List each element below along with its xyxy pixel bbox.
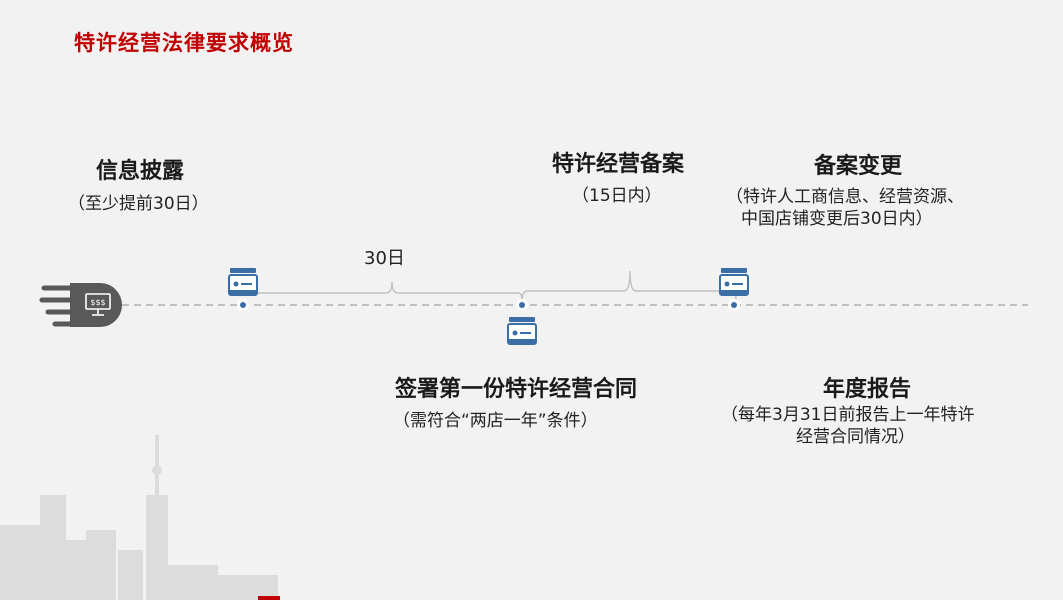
event-title-filing-change: 备案变更: [814, 154, 903, 179]
city-skyline-illustration: [0, 435, 280, 600]
slide-title: 特许经营法律要求概览: [74, 31, 294, 55]
event-subtitle-first-contract: （需符合“两店一年”条件）: [393, 411, 598, 431]
duration-label: 30日: [364, 248, 405, 269]
svg-text:$$$: $$$: [90, 298, 105, 307]
event-subtitle-annual-report-line2: 经营合同情况）: [796, 427, 915, 447]
duration-brace-15-days: [521, 270, 737, 301]
event-subtitle-disclosure: （至少提前30日）: [68, 194, 209, 214]
event-title-first-contract: 签署第一份特许经营合同: [395, 377, 638, 402]
computer-monitor-icon: $$$: [39, 283, 122, 327]
event-title-filing: 特许经营备案: [552, 152, 685, 177]
event-title-disclosure: 信息披露: [96, 159, 185, 184]
event-title-annual-report: 年度报告: [823, 377, 912, 402]
event-subtitle-filing-change-line2: 中国店铺变更后30日内）: [741, 209, 933, 229]
document-register-icon-2: [507, 299, 537, 345]
document-register-icon-3: [719, 268, 749, 311]
event-subtitle-filing-change-line1: （特许人工商信息、经营资源、: [726, 187, 964, 207]
event-subtitle-annual-report-line1: （每年3月31日前报告上一年特许: [721, 405, 975, 425]
document-register-icon-1: [228, 268, 258, 311]
duration-brace-30-days: [242, 281, 523, 301]
event-subtitle-filing: （15日内）: [572, 186, 662, 206]
